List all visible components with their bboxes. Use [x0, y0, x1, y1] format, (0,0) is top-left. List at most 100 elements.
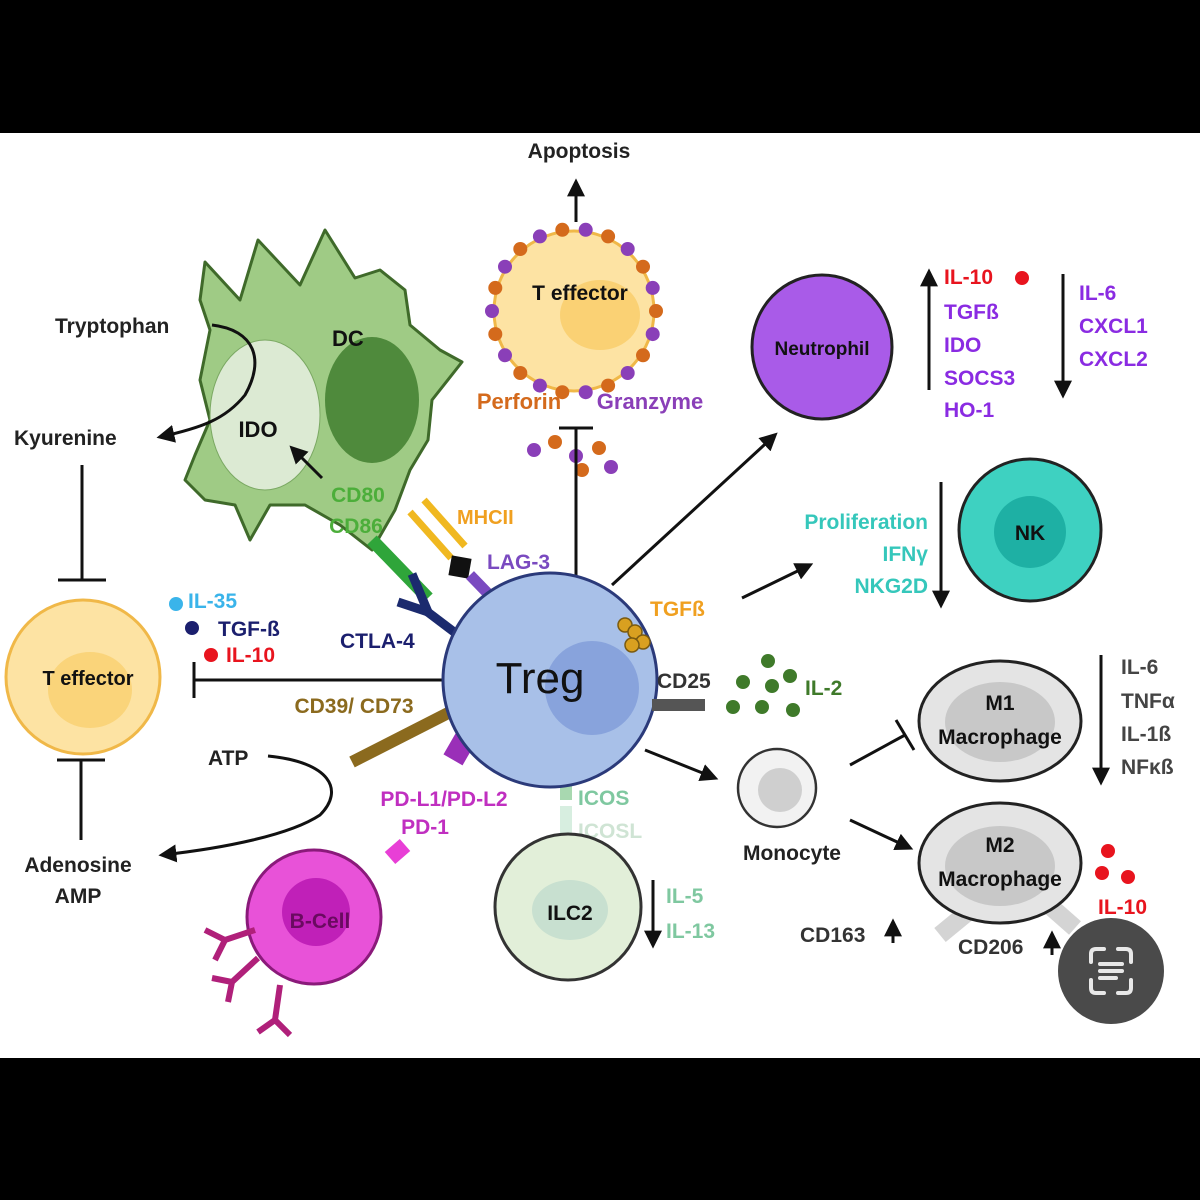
- t-effector-left-cell: [4, 598, 162, 756]
- granule-dot: [513, 366, 528, 380]
- il35-dot: [169, 597, 183, 611]
- monocyte-inhibits-m1-line: [849, 733, 906, 767]
- m2-label-line1: M2: [985, 834, 1014, 857]
- tgfb-to-nk-arrow: [741, 563, 814, 600]
- granule-dot: [636, 259, 650, 274]
- nk-item: NKG2D: [854, 575, 928, 598]
- neut-down-item: CXCL2: [1079, 348, 1148, 371]
- apoptosis-label: Apoptosis: [528, 140, 631, 163]
- atp-label: ATP: [208, 747, 248, 770]
- neut-down-item: IL-6: [1079, 282, 1116, 305]
- cd80-label: CD80: [331, 484, 385, 507]
- treg-to-neutrophil-arrow: [610, 432, 778, 587]
- m1-macrophage-cell: [917, 659, 1083, 783]
- lag3-square: [448, 555, 472, 579]
- ctla4-receptor: [396, 572, 461, 639]
- neutrophil-cell: [750, 273, 894, 421]
- tgfb-mid-label: TGFß: [650, 598, 705, 621]
- b-cell: [203, 838, 411, 1038]
- m1-label-line1: M1: [985, 692, 1014, 715]
- tryptophan-to-kyurenine-arrow: [156, 323, 257, 443]
- adenosine-label: Adenosine: [24, 854, 131, 877]
- il5-label: IL-5: [666, 885, 704, 908]
- granzyme-label: Granzyme: [597, 389, 703, 414]
- nk-item: Proliferation: [804, 511, 928, 534]
- treg-to-monocyte-arrow: [644, 748, 719, 782]
- granule-dot: [649, 304, 663, 318]
- neutrophil-label: Neutrophil: [775, 339, 870, 360]
- icos-label: ICOS: [578, 787, 629, 810]
- ido-dc-label: IDO: [238, 417, 277, 442]
- granule-dot: [555, 222, 570, 237]
- nk-cell: [957, 457, 1103, 603]
- lag3-label: LAG-3: [487, 551, 550, 574]
- neut-up-item: IL-10: [944, 266, 993, 289]
- monocyte-label: Monocyte: [743, 842, 841, 865]
- granule-dot: [578, 222, 593, 237]
- m1-item: NFκß: [1121, 756, 1174, 779]
- amp-label: AMP: [55, 885, 102, 908]
- il10-dot: [204, 648, 218, 662]
- il10-m2-label: IL-10: [1098, 896, 1147, 919]
- google-lens-button[interactable]: [1058, 918, 1164, 1024]
- granule-dot: [555, 385, 570, 400]
- m1-list: IL-6 TNFα IL-1ß NFκß: [1121, 656, 1175, 779]
- nk-label: NK: [1015, 522, 1045, 545]
- ctla4-label: CTLA-4: [340, 630, 415, 653]
- granule-dot: [532, 378, 547, 393]
- granule-dot: [601, 229, 616, 244]
- granule-dots: [527, 435, 618, 477]
- perforin-label: Perforin: [477, 389, 561, 414]
- neutrophil-up-list: IL-10 TGFß IDO SOCS3 HO-1: [944, 266, 1029, 422]
- neut-down-item: CXCL1: [1079, 315, 1148, 338]
- monocyte-cell: [736, 747, 818, 829]
- m1-item: IL-6: [1121, 656, 1158, 679]
- ilc2-cell: [493, 832, 643, 982]
- tgfb-left-label: TGF-ß: [218, 618, 280, 641]
- neut-up-item: HO-1: [944, 399, 994, 422]
- granule-dot: [485, 304, 499, 318]
- monocyte-to-m2-arrow: [849, 818, 914, 851]
- m1-item: TNFα: [1121, 690, 1175, 713]
- bcell-label: B-Cell: [290, 910, 351, 933]
- cd163-label: CD163: [800, 924, 865, 947]
- granule-dot: [645, 280, 660, 295]
- cd80-to-ido-arrow: [289, 445, 324, 480]
- granule-dot: [620, 366, 635, 380]
- granule-dot: [513, 242, 528, 256]
- granule-dot: [488, 327, 503, 342]
- tryptophan-label: Tryptophan: [55, 315, 169, 338]
- m2-label-line2: Macrophage: [938, 868, 1062, 891]
- cd86-label: CD86: [329, 515, 383, 538]
- cd39-cd73-receptor: [349, 702, 461, 768]
- inhibition-bar: [894, 719, 916, 751]
- neut-up-item: TGFß: [944, 301, 999, 324]
- granule-dot: [488, 280, 503, 295]
- dendritic-cell: [183, 228, 464, 552]
- granule-dot: [620, 242, 635, 256]
- il2-dots: [726, 654, 800, 717]
- cd39-cd73-label: CD39/ CD73: [294, 695, 413, 718]
- granule-dot: [498, 348, 512, 363]
- tgfb-granules-on-treg: [617, 617, 651, 653]
- il35-label: IL-35: [188, 590, 237, 613]
- t-effector-top-cell: T effector: [485, 222, 663, 400]
- dc-label: DC: [332, 326, 364, 351]
- granule-dot: [498, 259, 512, 274]
- granule-dot: [645, 327, 660, 342]
- cd25-label: CD25: [657, 670, 711, 693]
- il10-m2-dots: [1095, 844, 1135, 884]
- nk-list: Proliferation IFNγ NKG2D: [804, 511, 928, 598]
- t-effector-left-label: T effector: [42, 668, 133, 690]
- tgfb-dot: [185, 621, 199, 635]
- google-lens-icon: [1089, 947, 1133, 995]
- il10-dot: [1015, 271, 1029, 285]
- il2-label: IL-2: [805, 677, 842, 700]
- treg-label: Treg: [496, 654, 585, 703]
- mhcii-label: MHCII: [457, 507, 514, 529]
- granule-dot: [636, 348, 650, 363]
- pd1-label: PD-1: [401, 816, 449, 839]
- atp-to-adenosine-arrow: [158, 754, 333, 863]
- treg-cell: [441, 571, 659, 789]
